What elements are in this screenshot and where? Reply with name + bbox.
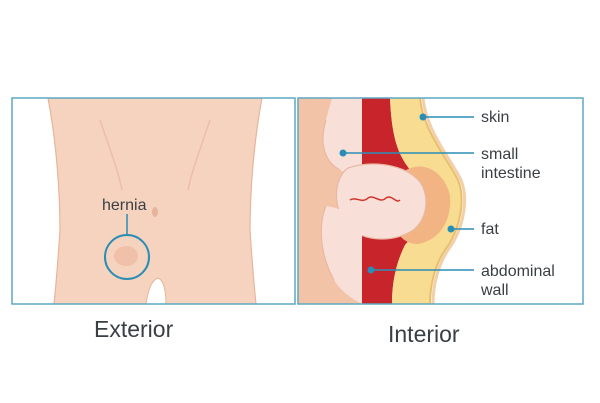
abdominal-wall-label-line2: wall: [481, 282, 509, 299]
abdominal-wall-label-line1: abdominal: [481, 263, 555, 280]
interior-caption: Interior: [388, 321, 460, 347]
interior-panel: [297, 97, 584, 305]
exterior-caption: Exterior: [94, 316, 174, 342]
hernia-label: hernia: [102, 197, 147, 214]
small-intestine-label-line1: small: [481, 146, 519, 163]
interior-frame: [297, 97, 584, 305]
fat-label: fat: [481, 221, 499, 238]
small-intestine-label-line2: intestine: [481, 165, 541, 182]
exterior-frame: [11, 97, 296, 305]
skin-label: skin: [481, 109, 510, 126]
exterior-panel: [11, 97, 296, 305]
torso-illustration: [12, 98, 295, 304]
